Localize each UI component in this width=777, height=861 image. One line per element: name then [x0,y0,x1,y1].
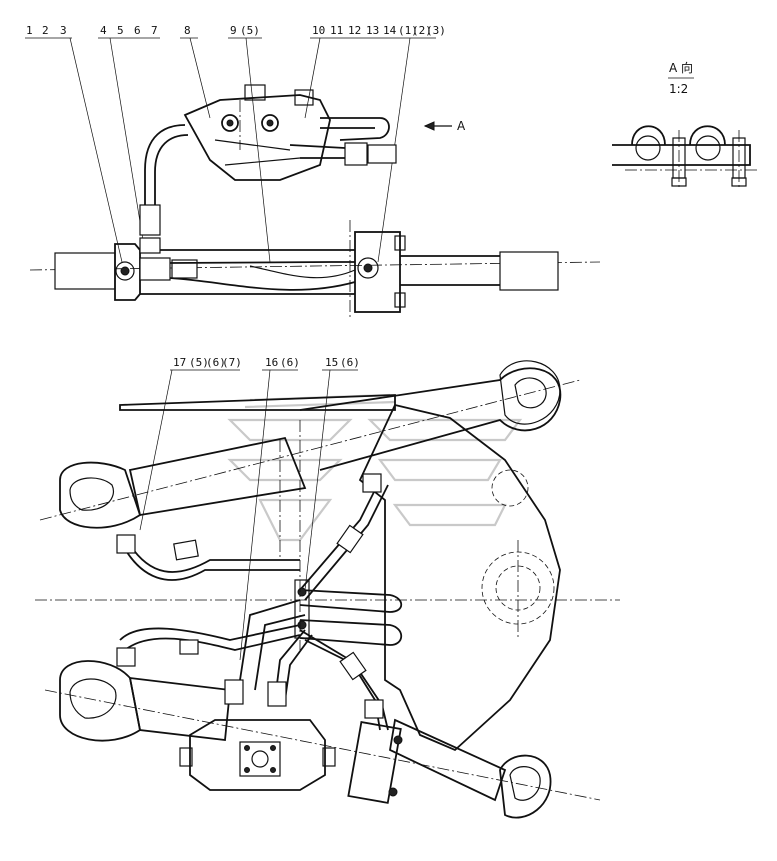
callout-17-b: (6) [206,356,226,369]
valve-block-bottom [189,719,326,791]
callout-6: 6 [134,24,141,37]
callout-7: 7 [151,24,158,37]
detail-view-scale: 1:2 [669,82,688,96]
callout-17-c: (7) [222,356,242,369]
lift-cylinder-upper [128,436,307,517]
callout-8: 8 [184,24,191,37]
callout-16-a: (6) [280,356,300,369]
watermark-logo [227,393,523,542]
detail-view-title: A 向 [669,60,693,75]
view-arrow [423,121,452,131]
callout-p3: (3) [426,24,446,37]
lift-cylinder-lower [128,676,231,742]
callout-13: 13 [366,24,379,37]
valve-block-top [183,94,331,181]
callout-16: 16 [265,356,278,369]
callout-11: 11 [330,24,343,37]
callout-15-a: (6) [340,356,360,369]
callout-3: 3 [60,24,67,37]
callout-p2: (2) [412,24,432,37]
detail-view-a [612,77,760,190]
callout-1: 1 [26,24,33,37]
callout-17: 17 [173,356,186,369]
callout-10: 10 [312,24,325,37]
callout-5: 5 [117,24,124,37]
callout-4: 4 [100,24,107,37]
callout-9-sub: (5) [240,24,260,37]
view-arrow-label: A [457,119,466,133]
callout-2: 2 [42,24,49,37]
callout-p1: (1) [398,24,418,37]
callout-9: 9 [230,24,237,37]
callout-15: 15 [325,356,338,369]
callout-17-a: (5) [189,356,209,369]
top-callout-group [25,37,436,263]
boom-frame [358,403,561,752]
callout-14: 14 [383,24,397,37]
cylinder-flange [354,231,401,313]
cylinder-rod-end-left [54,252,116,290]
cylinder-rod-end-right [499,251,559,291]
callout-12: 12 [348,24,361,37]
